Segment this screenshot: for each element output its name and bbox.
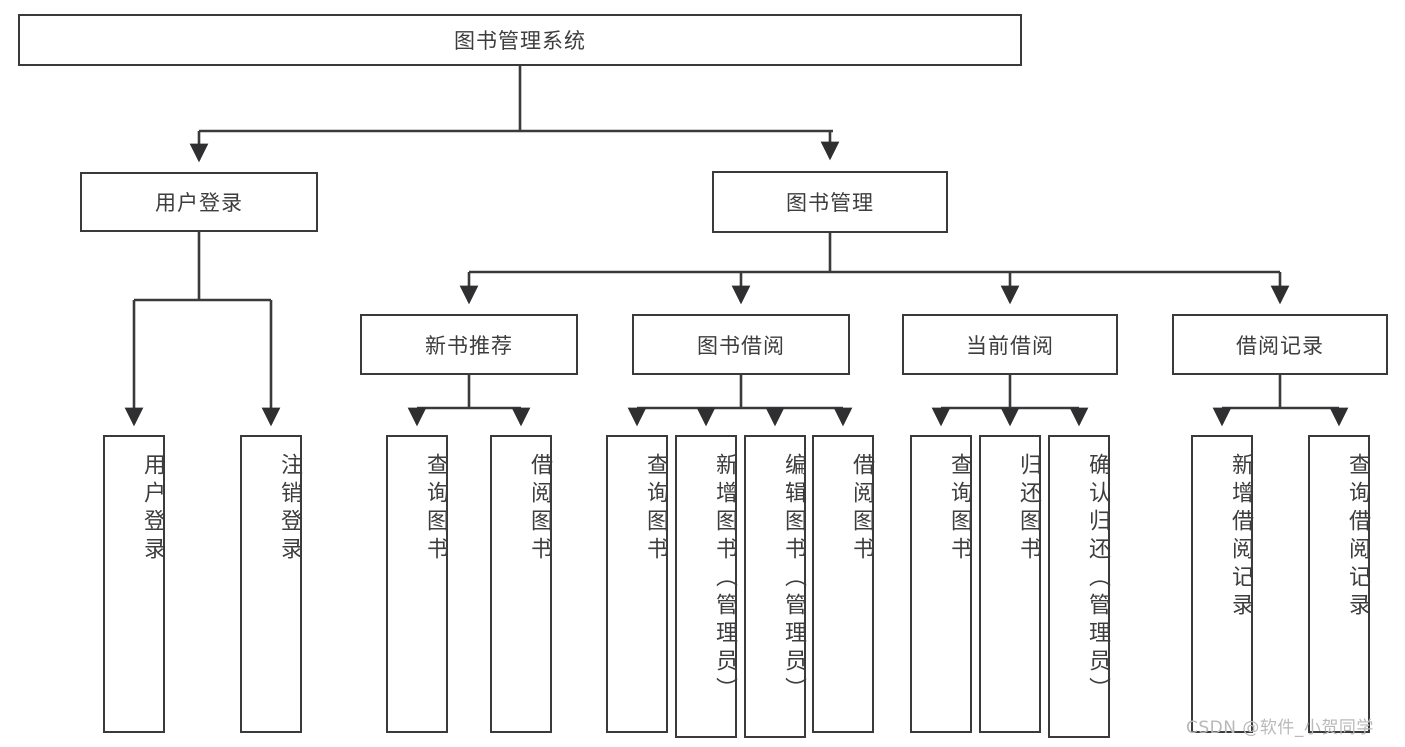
node-new-book-recommend[interactable]: 新书推荐 bbox=[360, 314, 578, 375]
node-label: 用户登录 bbox=[155, 191, 243, 215]
node-label: 确认归还（管理员） bbox=[1085, 453, 1110, 705]
node-label: 新增图书（管理员） bbox=[712, 453, 737, 705]
node-borrow-record[interactable]: 借阅记录 bbox=[1172, 314, 1388, 375]
node-root[interactable]: 图书管理系统 bbox=[18, 14, 1022, 66]
node-label: 编辑图书（管理员） bbox=[781, 453, 806, 705]
node-current-borrow[interactable]: 当前借阅 bbox=[902, 314, 1118, 375]
leaf-query-book-3[interactable]: 查询图书 bbox=[910, 435, 972, 733]
node-label: 借阅图书 bbox=[849, 453, 874, 565]
node-label: 查询图书 bbox=[947, 453, 972, 565]
node-book-borrow[interactable]: 图书借阅 bbox=[632, 314, 850, 375]
leaf-borrow-book-1[interactable]: 借阅图书 bbox=[490, 435, 552, 733]
csdn-watermark: CSDN @软件_小贺同学 bbox=[1186, 718, 1374, 738]
node-user-login[interactable]: 用户登录 bbox=[80, 172, 318, 232]
node-label: 用户登录 bbox=[140, 453, 165, 565]
leaf-return-book[interactable]: 归还图书 bbox=[979, 435, 1041, 733]
node-label: 图书借阅 bbox=[697, 333, 785, 358]
node-label: 当前借阅 bbox=[966, 333, 1054, 358]
leaf-borrow-book-2[interactable]: 借阅图书 bbox=[812, 435, 874, 733]
leaf-confirm-return[interactable]: 确认归还（管理员） bbox=[1048, 435, 1110, 738]
node-label: 查询图书 bbox=[423, 453, 448, 565]
leaf-user-login[interactable]: 用户登录 bbox=[103, 435, 165, 733]
leaf-query-record[interactable]: 查询借阅记录 bbox=[1308, 435, 1370, 733]
node-book-management[interactable]: 图书管理 bbox=[712, 171, 948, 233]
node-label: 图书管理系统 bbox=[454, 29, 586, 53]
leaf-logout-login[interactable]: 注销登录 bbox=[240, 435, 302, 733]
node-label: 归还图书 bbox=[1016, 453, 1041, 565]
node-label: 新增借阅记录 bbox=[1228, 453, 1253, 621]
leaf-edit-book[interactable]: 编辑图书（管理员） bbox=[744, 435, 806, 738]
node-label: 借阅图书 bbox=[527, 453, 552, 565]
node-label: 借阅记录 bbox=[1236, 333, 1324, 358]
leaf-query-book-1[interactable]: 查询图书 bbox=[386, 435, 448, 733]
node-label: 图书管理 bbox=[786, 191, 874, 215]
node-label: 新书推荐 bbox=[425, 333, 513, 358]
leaf-query-book-2[interactable]: 查询图书 bbox=[606, 435, 668, 733]
node-label: 查询图书 bbox=[643, 453, 668, 565]
leaf-add-book[interactable]: 新增图书（管理员） bbox=[675, 435, 737, 738]
node-label: 查询借阅记录 bbox=[1345, 453, 1370, 621]
leaf-add-record[interactable]: 新增借阅记录 bbox=[1191, 435, 1253, 733]
node-label: 注销登录 bbox=[277, 453, 302, 565]
